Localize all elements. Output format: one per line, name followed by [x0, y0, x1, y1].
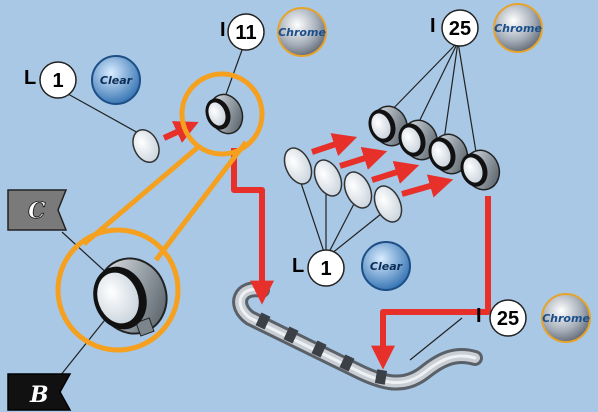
callout-prefix: I	[476, 305, 482, 327]
insert-arrow	[401, 174, 454, 198]
routing-arrow	[231, 148, 274, 305]
quantity-bubble	[441, 9, 479, 47]
pipe-clamp	[311, 340, 327, 358]
pipe-clamp	[283, 326, 299, 344]
callout-prefix: I	[430, 15, 436, 37]
callout-qty: 1	[320, 258, 331, 280]
clear-badge-icon	[91, 55, 141, 105]
flag-c-label: C	[28, 198, 46, 224]
callout-qty: 25	[449, 18, 471, 40]
insert-arrow	[371, 160, 420, 184]
part-callout: L 1 Clear	[292, 241, 411, 291]
pipe-clamp	[374, 369, 388, 385]
flag-b: B	[7, 373, 72, 411]
quantity-bubble	[489, 299, 527, 337]
exhaust-pipe	[232, 281, 483, 391]
chrome-light-housing	[460, 149, 501, 191]
quantity-bubble	[39, 61, 77, 99]
callout-prefix: L	[24, 67, 36, 89]
leader-lines	[59, 41, 477, 377]
callout-qty: 11	[235, 22, 256, 44]
quantity-bubble	[307, 249, 345, 287]
callout-qty: 1	[52, 70, 63, 92]
pipe-clamp	[255, 312, 271, 330]
clear-lens-part	[373, 185, 403, 223]
part-callout: I 25 Chrome	[430, 3, 543, 53]
chrome-badge-icon	[277, 7, 327, 57]
callout-badge: Clear	[370, 260, 403, 273]
clear-lens-part	[132, 129, 160, 163]
callout-prefix: I	[220, 19, 226, 41]
pipe-clamp	[339, 354, 355, 372]
clear-lens-part	[313, 159, 343, 197]
callout-badge: Chrome	[542, 312, 590, 325]
routing-arrow	[371, 196, 491, 370]
chrome-badge-icon	[541, 293, 591, 343]
callout-badge: Chrome	[278, 26, 326, 39]
clear-lens-part	[343, 171, 373, 209]
clear-badge-icon	[361, 241, 411, 291]
clear-lens-part	[283, 147, 313, 185]
quantity-bubble	[227, 13, 265, 51]
zoom-highlight	[55, 71, 265, 353]
part-callout: L 1 Clear	[24, 55, 141, 105]
callout-badge: Clear	[100, 74, 133, 87]
insert-arrow	[339, 146, 388, 170]
chrome-badge-icon	[493, 3, 543, 53]
part-callout: I 25 Chrome	[476, 293, 591, 343]
part-callout: I 11 Chrome	[220, 7, 327, 57]
chrome-light-housing	[205, 93, 244, 135]
chrome-light-housing	[428, 133, 469, 175]
chrome-light-housing	[398, 119, 439, 161]
flag-b-label: B	[29, 382, 49, 408]
callout-prefix: L	[292, 255, 304, 277]
callout-badge: Chrome	[494, 22, 542, 35]
insert-arrow	[311, 133, 358, 156]
callout-qty: 25	[497, 308, 519, 330]
flag-c: C	[7, 189, 68, 231]
enlarged-light-detail	[93, 257, 168, 337]
